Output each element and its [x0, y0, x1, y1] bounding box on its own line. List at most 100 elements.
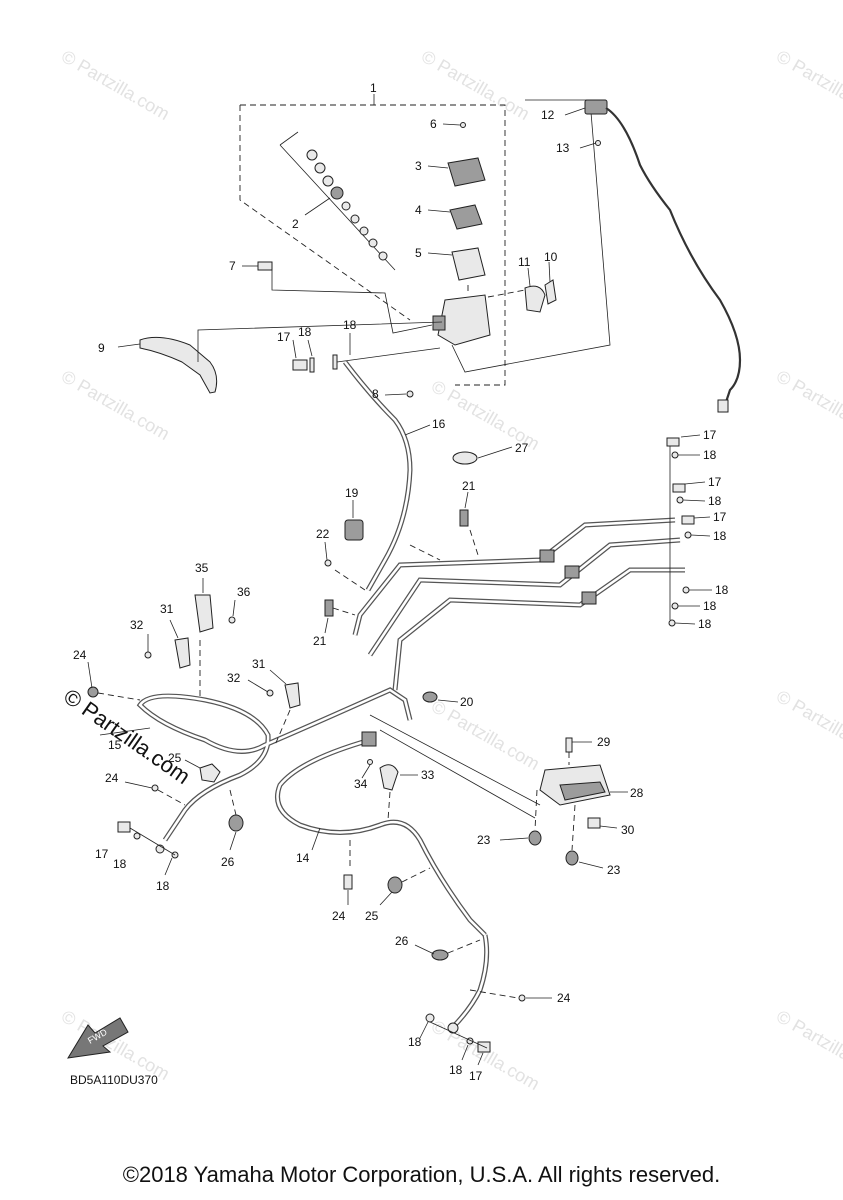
watermark-text: © Partzilla.com — [418, 46, 533, 124]
watermark-text: © Partzilla.com — [428, 1016, 543, 1094]
nut-25-upper — [184, 759, 221, 783]
callout: 25 — [365, 909, 379, 923]
brake-hose-15 — [99, 640, 347, 842]
callout: 8 — [372, 387, 379, 401]
callout: 21 — [462, 479, 476, 493]
master-cylinder-body — [432, 285, 526, 346]
callout: 22 — [316, 527, 330, 541]
callout: 18 — [708, 494, 722, 508]
bolt-22 — [324, 541, 332, 567]
callout: 36 — [237, 585, 251, 599]
callout: 23 — [607, 863, 621, 877]
callout: 29 — [597, 735, 611, 749]
brake-hose-14 — [275, 731, 490, 1030]
callout: 28 — [630, 786, 644, 800]
callout: 12 — [541, 108, 555, 122]
banjo-bolt-upper — [292, 333, 441, 373]
callout: 21 — [313, 634, 327, 648]
callout: 26 — [395, 934, 409, 948]
callout: 27 — [515, 441, 529, 455]
lower-left-fittings — [87, 661, 186, 876]
callout: 31 — [252, 657, 266, 671]
callout: 33 — [421, 768, 435, 782]
callout: 11 — [518, 255, 531, 269]
callout: 18 — [113, 857, 127, 871]
callout: 10 — [544, 250, 558, 264]
reservoir-cap-stack — [427, 122, 486, 281]
callout: 3 — [415, 159, 422, 173]
master-cylinder-assembly-outline — [239, 94, 611, 386]
hose-guide-27 — [452, 446, 513, 465]
callout-labels: 1 2 3 4 5 6 7 8 9 10 11 12 13 14 15 16 1… — [73, 81, 729, 1083]
clamp-bracket — [524, 261, 557, 313]
lower-fittings — [343, 867, 552, 1002]
rear-bracket-28 — [369, 714, 628, 869]
right-banjo-column — [666, 434, 712, 627]
callout: 18 — [408, 1035, 422, 1049]
banjo-bolt-lower — [419, 1013, 491, 1066]
callout: 18 — [715, 583, 729, 597]
callout: 17 — [708, 475, 722, 489]
callout: 18 — [156, 879, 170, 893]
grommet-19 — [344, 500, 364, 541]
callout: 17 — [713, 510, 727, 524]
callout: 31 — [160, 602, 174, 616]
callout: 32 — [227, 671, 241, 685]
watermark-main: © Partzilla.com — [59, 684, 195, 790]
hose-holders-left — [144, 578, 301, 709]
lever-assembly — [117, 261, 443, 398]
watermark-text: © Partzilla.com — [773, 46, 843, 124]
callout: 2 — [292, 217, 299, 231]
watermark-text: © Partzilla.com — [773, 686, 843, 764]
diagram-code: BD5A110DU370 — [70, 1073, 158, 1087]
callout: 1 — [370, 81, 377, 95]
callout: 24 — [105, 771, 119, 785]
callout: 30 — [621, 823, 635, 837]
watermark-text: © Partzilla.com — [58, 46, 173, 124]
callout: 7 — [229, 259, 236, 273]
grommet-20 — [422, 691, 459, 703]
callout: 32 — [130, 618, 144, 632]
brake-pipes — [332, 517, 685, 721]
watermark-layer: © Partzilla.com © Partzilla.com © Partzi… — [58, 46, 843, 1094]
fitting-26-left — [228, 789, 244, 851]
watermark-text: © Partzilla.com — [58, 366, 173, 444]
callout: 17 — [703, 428, 717, 442]
callout: 25 — [168, 751, 182, 765]
callout: 17 — [469, 1069, 483, 1083]
piston-kit — [279, 131, 396, 271]
brake-hose-16 — [343, 360, 431, 592]
callout: 18 — [698, 617, 712, 631]
callout: 35 — [195, 561, 209, 575]
callout: 34 — [354, 777, 368, 791]
callout: 5 — [415, 246, 422, 260]
callout: 18 — [703, 599, 717, 613]
callout: 24 — [332, 909, 346, 923]
brake-switch-harness — [564, 99, 742, 413]
callout: 24 — [73, 648, 87, 662]
callout: 18 — [343, 318, 357, 332]
callout: 9 — [98, 341, 105, 355]
callout: 18 — [703, 448, 717, 462]
callout: 18 — [449, 1063, 463, 1077]
callout: 4 — [415, 203, 422, 217]
callout: 17 — [95, 847, 109, 861]
fwd-arrow-icon: FWD — [67, 1017, 129, 1059]
watermark-text: © Partzilla.com — [773, 366, 843, 444]
callout: 23 — [477, 833, 491, 847]
callout: 16 — [432, 417, 446, 431]
callout: 18 — [713, 529, 727, 543]
callout: 15 — [108, 738, 122, 752]
callout: 13 — [556, 141, 570, 155]
clip-33-34 — [361, 759, 418, 821]
copyright-notice: ©2018 Yamaha Motor Corporation, U.S.A. A… — [122, 1162, 721, 1187]
callout: 6 — [430, 117, 437, 131]
callout: 18 — [298, 325, 312, 339]
callout: 20 — [460, 695, 474, 709]
watermark-text: © Partzilla.com — [773, 1006, 843, 1084]
callout: 19 — [345, 486, 359, 500]
callout: 17 — [277, 330, 291, 344]
callout: 14 — [296, 851, 310, 865]
callout: 26 — [221, 855, 235, 869]
